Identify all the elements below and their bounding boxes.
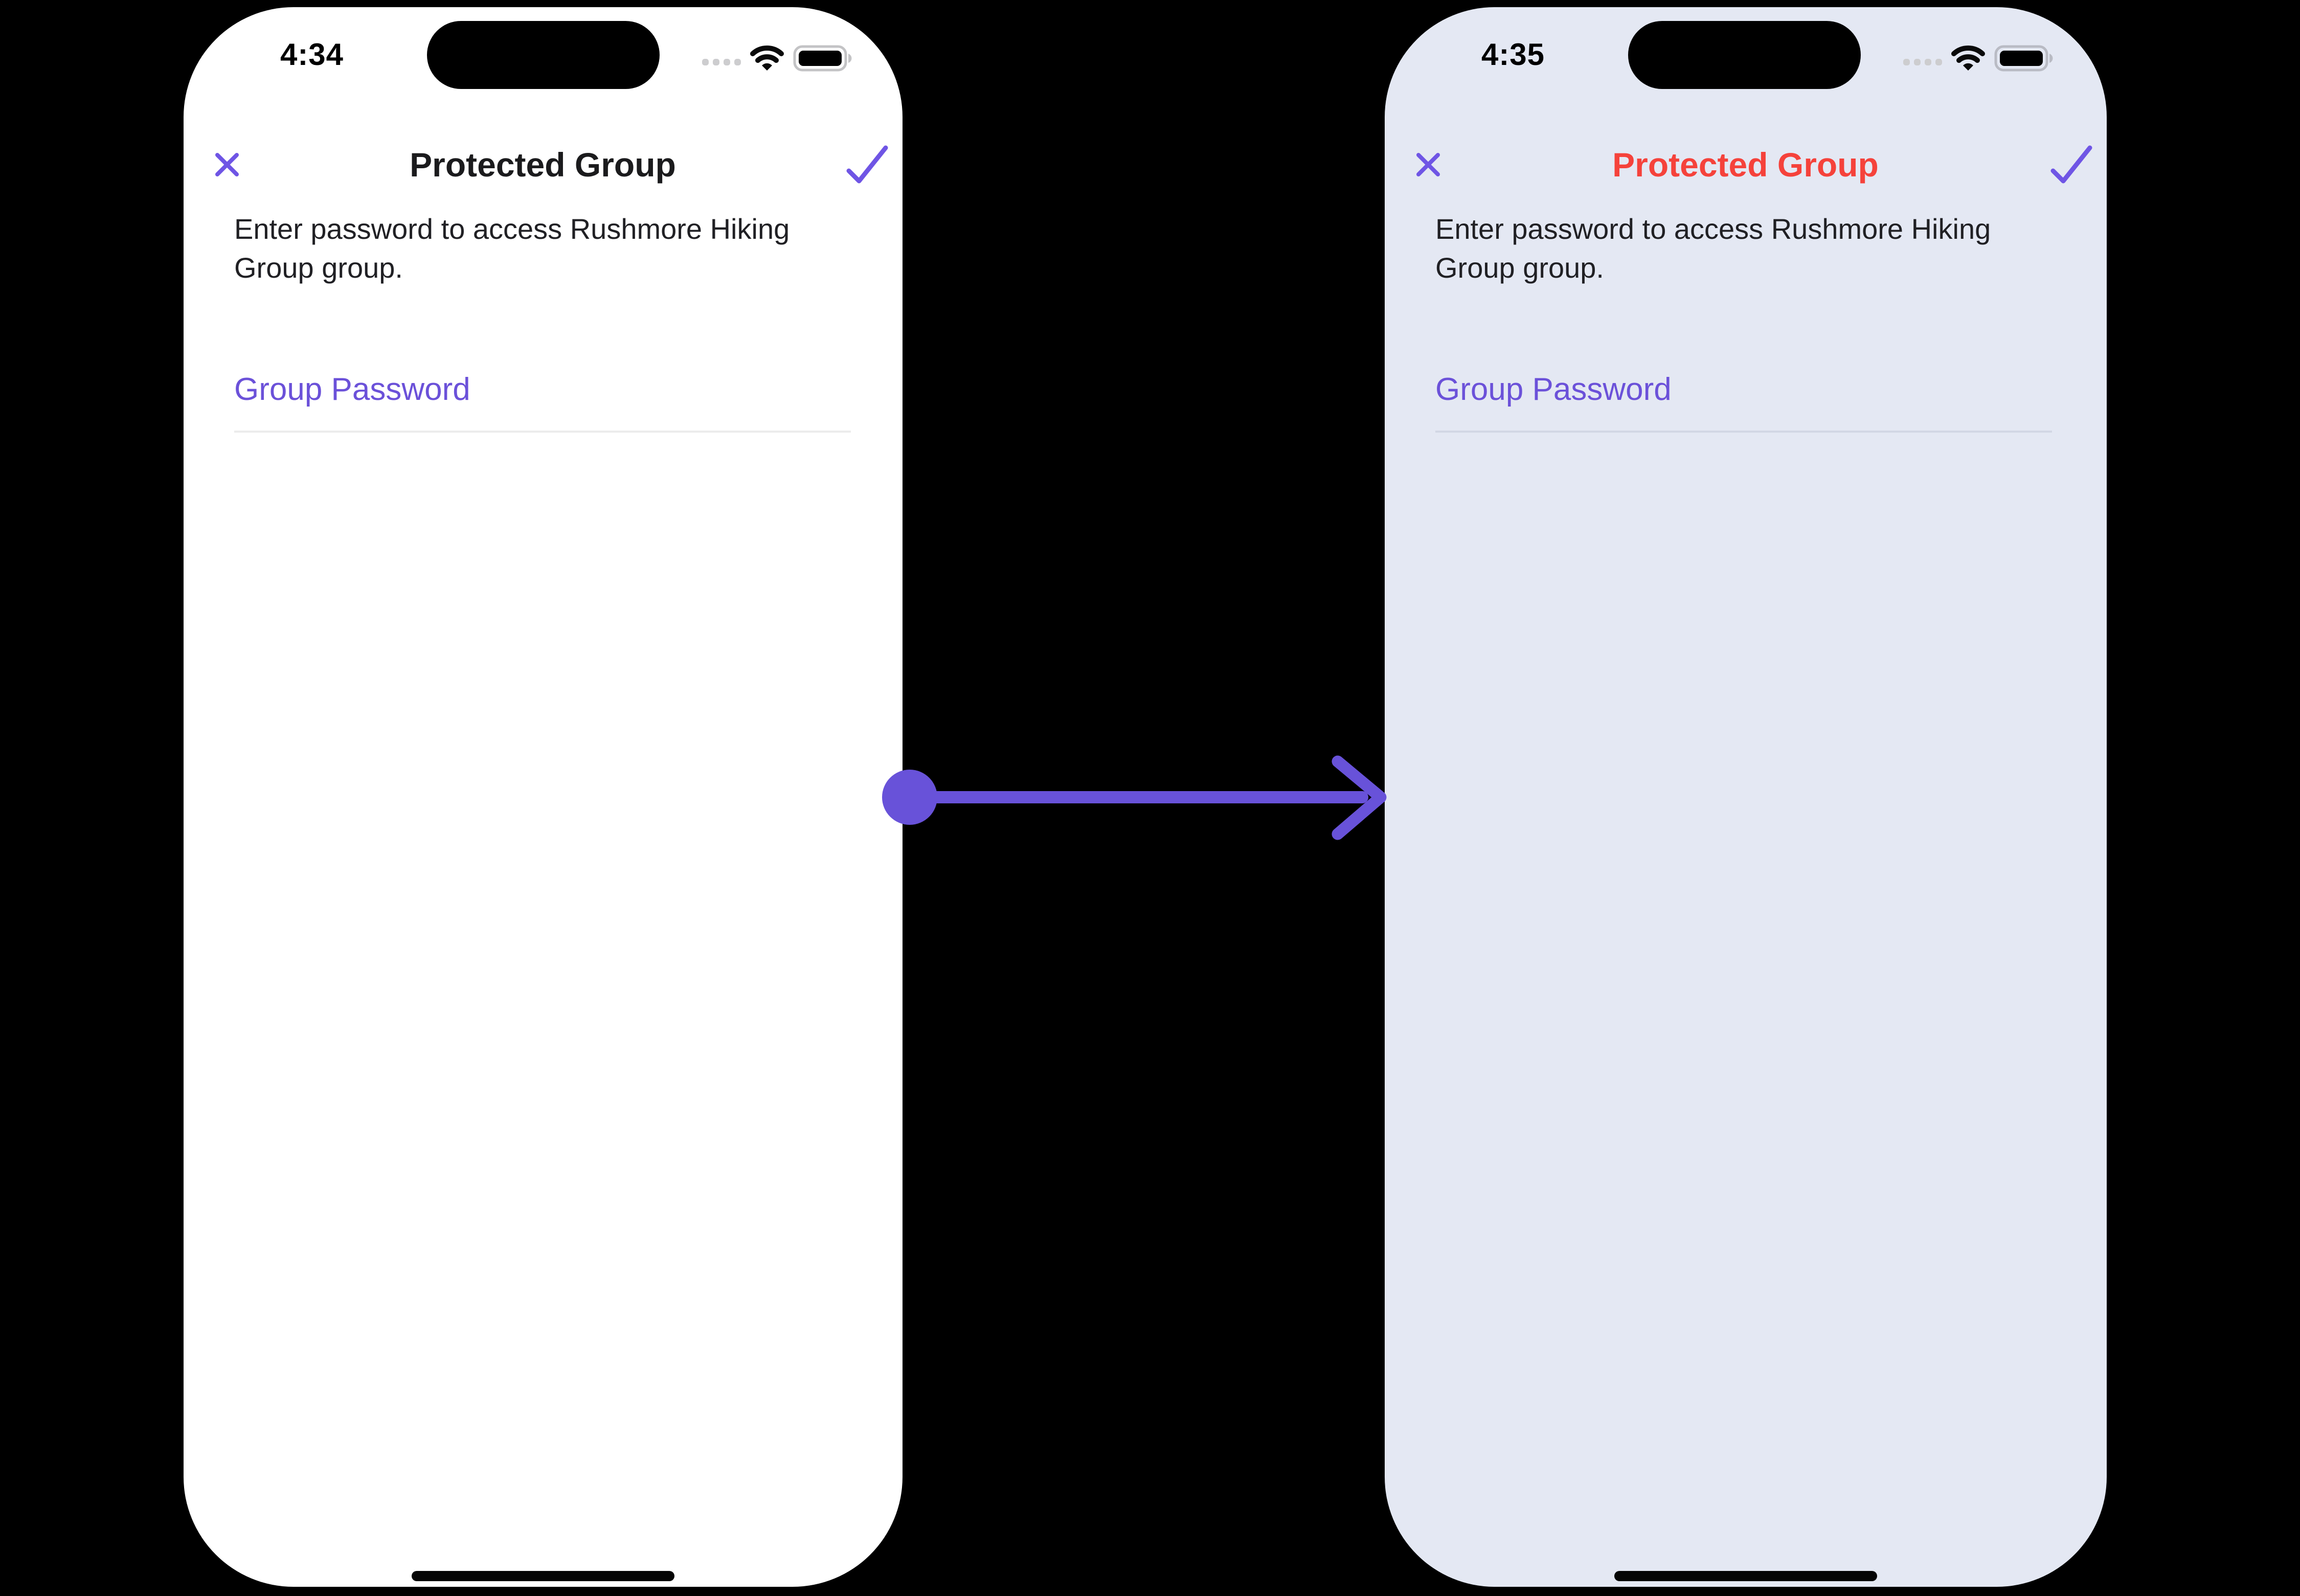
description-text: Enter password to access Rushmore Hiking… [1435,213,1991,284]
page-title: Protected Group [1612,146,1879,184]
cellular-signal-icon [702,59,741,65]
dynamic-island [427,21,660,89]
signal-dot [734,59,741,65]
close-button[interactable] [1415,151,1441,178]
signal-dot [1925,59,1931,65]
group-password-label: Group Password [234,372,470,407]
close-button[interactable] [214,151,240,178]
home-indicator[interactable] [412,1571,674,1581]
arrow-head [1332,755,1387,840]
dynamic-island [1628,21,1861,89]
nav-bar: Protected Group [1415,139,2093,190]
group-password-field[interactable]: Group Password [1435,371,2052,438]
description-text: Enter password to access Rushmore Hiking… [234,213,790,284]
group-password-label: Group Password [1435,372,1672,407]
battery-icon [1994,45,2053,72]
signal-dot [724,59,730,65]
signal-dot [713,59,719,65]
battery-icon [793,45,852,72]
signal-dot [702,59,709,65]
wifi-icon [750,45,784,71]
input-underline[interactable] [234,431,851,433]
confirm-button[interactable] [2049,144,2093,185]
nav-bar: Protected Group [214,139,889,190]
phone-screen-after: 4:35 Protected Group [1385,7,2107,1587]
signal-dot [1935,59,1942,65]
group-password-field[interactable]: Group Password [234,371,851,438]
confirm-button[interactable] [845,144,889,185]
signal-dot [1914,59,1921,65]
cellular-signal-icon [1903,59,1942,65]
status-bar: 4:35 [1385,7,2107,89]
phone-screen-before: 4:34 Protected Group [184,7,903,1587]
input-underline[interactable] [1435,431,2052,433]
status-time: 4:35 [1481,37,1545,72]
x-icon [1416,153,1440,176]
checkmark-icon [2050,145,2092,184]
signal-dot [1903,59,1910,65]
status-bar: 4:34 [184,7,903,89]
checkmark-icon [846,145,888,184]
wifi-icon [1951,45,1985,71]
page-title: Protected Group [410,146,676,184]
home-indicator[interactable] [1614,1571,1877,1581]
x-icon [215,153,239,176]
status-time: 4:34 [280,37,344,72]
